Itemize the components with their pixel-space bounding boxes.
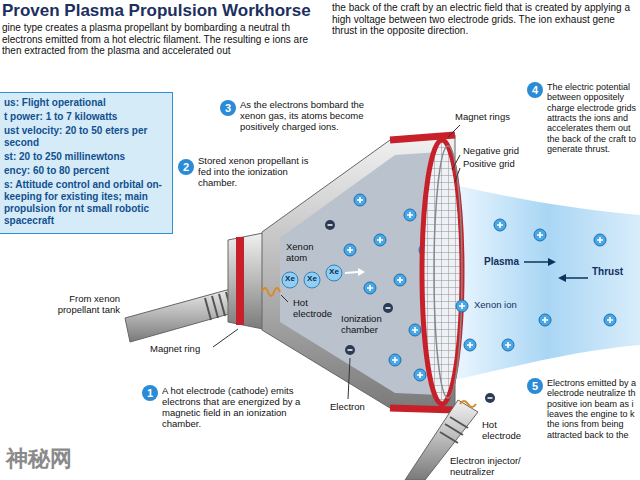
callout-digit: 5: [532, 381, 538, 392]
part-label: Negative grid: [463, 146, 519, 157]
callout-text: Electrons emitted by a electrode neutral…: [547, 378, 638, 440]
beam-label: Plasma: [484, 256, 519, 268]
callout-number: 5: [527, 378, 543, 394]
intro-text: the back of the craft by an electric fie…: [332, 2, 638, 37]
callout-number: 4: [527, 82, 543, 98]
atom-symbol: Xe: [282, 275, 298, 283]
atom-symbol: Xe: [326, 268, 342, 276]
part-label: Magnet rings: [455, 112, 510, 123]
part-label: Magnet ring: [150, 344, 200, 355]
part-label: Electron: [330, 402, 365, 413]
part-label: Hot electrode: [292, 298, 338, 320]
spec-line: s: Attitude control and orbital on-keepi…: [4, 179, 166, 227]
atom-symbol: Xe: [304, 275, 320, 283]
callout-text: The electric potential between oppositel…: [547, 82, 638, 154]
callout-text: As the electrons bombard the xenon gas, …: [240, 100, 390, 133]
part-label: Xenon atom: [285, 242, 331, 264]
callout-digit: 1: [147, 388, 153, 399]
intro-text: gine type creates a plasma propellant by…: [2, 22, 320, 57]
spec-line: t power: 1 to 7 kilowatts: [4, 111, 166, 123]
spec-line: ency: 60 to 80 percent: [4, 165, 166, 177]
callout-text: A hot electrode (cathode) emits electron…: [162, 386, 302, 430]
watermark: 神秘网: [6, 446, 72, 471]
part-label: Hot electrode: [482, 420, 526, 442]
part-label: Ionization chamber: [340, 314, 394, 336]
callout-digit: 2: [183, 162, 189, 173]
beam-label: Thrust: [592, 266, 623, 278]
callout-number: 3: [220, 100, 236, 116]
callout-digit: 4: [532, 85, 538, 96]
callout-number: 1: [142, 385, 158, 401]
part-label: Positive grid: [463, 159, 515, 170]
callout-number: 2: [178, 159, 194, 175]
spec-line: ust velocity: 20 to 50 eters per second: [4, 125, 166, 149]
part-label: Electron injector/ neutralizer: [450, 456, 542, 478]
callout-text: Stored xenon propellant is fed into the …: [198, 156, 310, 189]
part-label: From xenon propellant tank: [35, 294, 120, 316]
callout-digit: 3: [225, 103, 231, 114]
spec-line: us: Flight operational: [4, 97, 166, 109]
spec-box: us: Flight operational t power: 1 to 7 ki…: [0, 92, 173, 234]
spec-line: st: 20 to 250 millinewtons: [4, 151, 166, 163]
part-label: Xenon ion: [474, 300, 517, 311]
diagram-title: Proven Plasma Propulsion Workhorse: [2, 1, 311, 21]
